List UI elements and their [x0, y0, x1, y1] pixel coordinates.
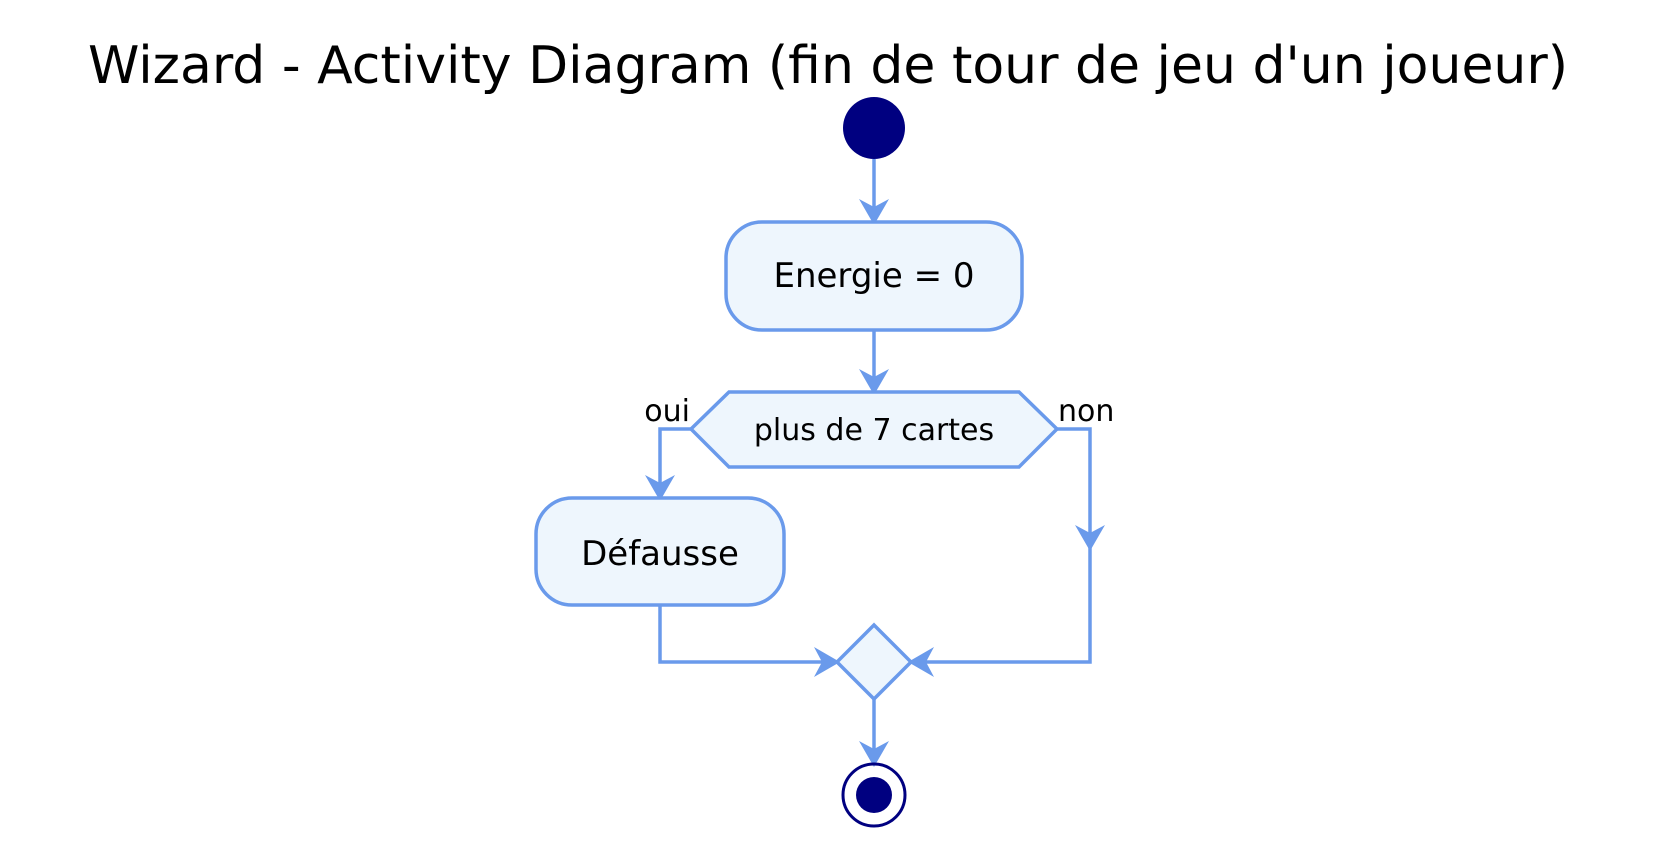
branch-no-label: non [1058, 394, 1114, 429]
start-node [843, 97, 905, 159]
merge-node [834, 622, 914, 702]
diagram-title: Wizard - Activity Diagram (fin de tour d… [88, 36, 1568, 96]
action-energie-label: Energie = 0 [773, 256, 974, 296]
edge-yes-branch [645, 427, 691, 501]
decision-condition-label: plus de 7 cartes [754, 413, 994, 448]
end-node-ring [841, 762, 907, 828]
action-defausse-label: Défausse [581, 534, 739, 574]
edge-no-branch-to-merge [908, 547, 1092, 677]
end-node [856, 777, 892, 813]
edge-defausse-to-merge [658, 605, 840, 677]
branch-yes-label: oui [644, 394, 690, 429]
edge-no-branch-down [1057, 427, 1105, 551]
